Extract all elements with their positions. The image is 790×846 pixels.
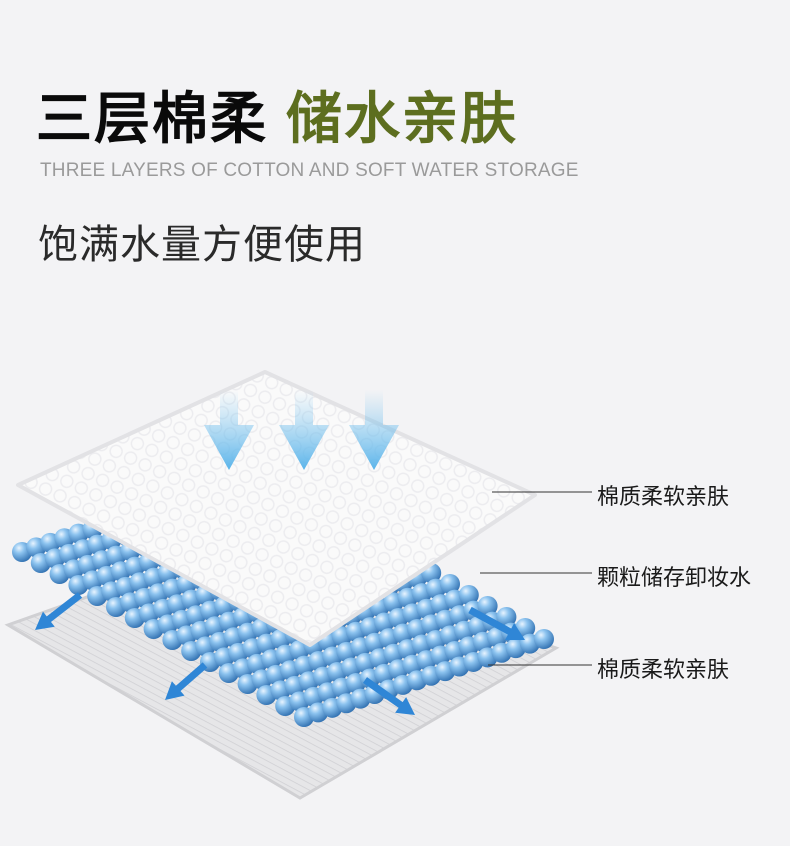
- water-bead: [477, 596, 498, 616]
- water-bead: [496, 607, 517, 627]
- subtitle: THREE LAYERS OF COTTON AND SOFT WATER ST…: [40, 160, 579, 181]
- layer-label-top: 棉质柔软亲肤: [597, 485, 730, 510]
- headline: 三层棉柔储水亲肤: [36, 84, 518, 156]
- arrow-down-icon: [204, 390, 254, 470]
- arrow-spread-icon: [468, 606, 525, 641]
- arrow-down-icon: [279, 390, 329, 470]
- water-bead: [458, 585, 479, 605]
- arrow-spread-icon: [165, 662, 208, 700]
- arrow-spread-icon: [35, 592, 83, 630]
- spread-arrows: [35, 592, 525, 715]
- tagline: 饱满水量方便使用: [38, 222, 366, 268]
- layer-label-bottom: 棉质柔软亲肤: [597, 658, 730, 683]
- headline-black: 三层棉柔: [36, 87, 268, 152]
- top-cotton-layer: [16, 370, 537, 647]
- water-bead: [440, 574, 460, 594]
- arrow-down-icon: [349, 390, 399, 470]
- arrow-spread-icon: [362, 677, 415, 715]
- headline-green: 储水亲肤: [286, 87, 518, 152]
- layer-label-middle: 颗粒储存卸妆水: [597, 566, 752, 591]
- water-bead: [534, 629, 554, 649]
- down-arrows: [204, 390, 399, 470]
